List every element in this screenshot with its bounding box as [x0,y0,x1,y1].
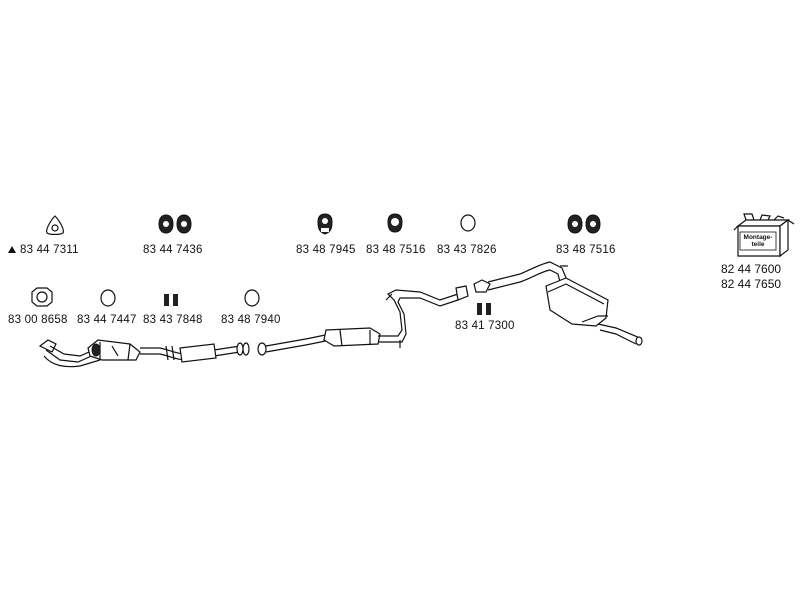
part-number-label: 83 48 7516 [366,244,426,256]
mounting-kit: Montage- teile [730,212,798,260]
mounting-kit-box-text: Montage- teile [740,234,776,248]
front-downpipe [38,339,101,368]
part-number-text: 83 44 7311 [20,244,79,256]
part-number-label: 83 43 7826 [437,244,497,256]
part-number-label: 83 44 7311 [8,244,79,257]
clamp-pair-icon [477,303,491,315]
triangle-marker-icon [8,246,16,253]
middle-silencer-section [257,289,459,356]
part-number-label: 83 43 7848 [143,314,203,326]
catalytic-converter [87,339,141,361]
rear-overaxle-pipe [455,261,568,301]
sealing-ring-icon [100,289,116,307]
part-number-label: 83 48 7940 [221,314,281,326]
mounting-parts-box-icon [733,213,795,258]
sealing-ring-icon [244,289,260,307]
part-number-label: 83 00 8658 [8,314,68,326]
part-number-label: 83 41 7300 [455,320,515,332]
gasket-triangle-icon [46,215,64,235]
rubber-hanger-icon [317,213,333,235]
part-number-label: 83 44 7447 [77,314,137,326]
rubber-hanger-pair-icon [158,214,192,234]
rubber-hanger-icon [387,213,403,233]
part-number-label: 83 48 7945 [296,244,356,256]
box-text-line-2: teile [751,241,765,248]
box-text-line-1: Montage- [743,234,773,241]
part-number-label: 83 48 7516 [556,244,616,256]
mounting-kit-number-2: 82 44 7650 [721,277,782,291]
flange-gasket-icon [31,287,53,307]
mounting-kit-number-1: 82 44 7600 [721,262,782,276]
rear-silencer [545,277,643,346]
intermediate-pipe-front [140,342,250,363]
sealing-ring-icon [460,214,476,232]
part-number-label: 83 44 7436 [143,244,203,256]
rubber-hanger-pair-icon [567,214,601,234]
clamp-pair-icon [164,294,178,306]
